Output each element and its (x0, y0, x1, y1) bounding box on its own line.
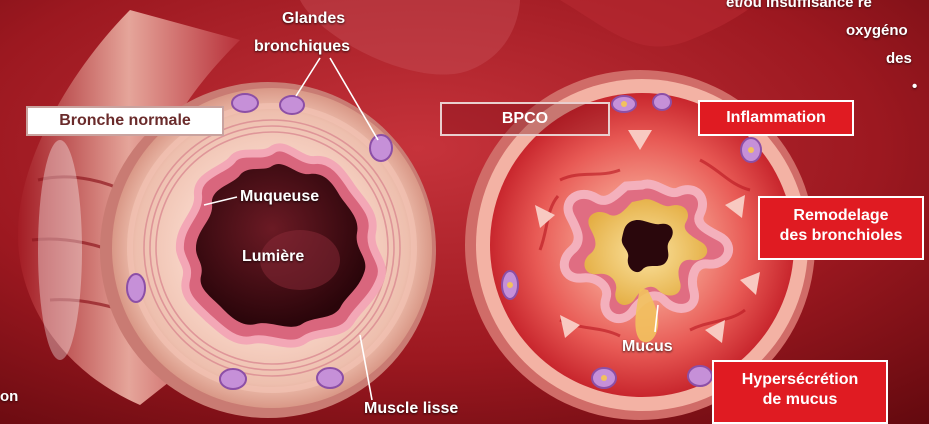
label-hypersecretion-line1: Hypersécrétion (714, 370, 886, 390)
label-lumiere: Lumière (242, 248, 304, 266)
clipped-text-line2: oxygéno (846, 22, 908, 39)
label-bronche-normale: Bronche normale (26, 106, 224, 136)
label-inflammation: Inflammation (698, 100, 854, 136)
clipped-bullet: • (912, 78, 917, 95)
label-mucus: Mucus (622, 338, 673, 356)
tube-highlight (38, 140, 82, 360)
label-muscle-lisse: Muscle lisse (364, 400, 458, 418)
clipped-text-line3: des (886, 50, 912, 67)
label-glandes-line2: bronchiques (254, 38, 350, 56)
label-hypersecretion-line2: de mucus (714, 390, 886, 410)
label-hypersecretion: Hypersécrétion de mucus (712, 360, 888, 424)
clipped-text-line1: et/ou insuffisance re (726, 0, 872, 11)
label-remodelage-line2: des bronchioles (760, 226, 922, 246)
label-remodelage: Remodelage des bronchioles (758, 196, 924, 260)
label-glandes-line1: Glandes (282, 10, 345, 28)
label-remodelage-line1: Remodelage (760, 206, 922, 226)
label-muqueuse: Muqueuse (240, 188, 319, 206)
label-bpco: BPCO (440, 102, 610, 136)
clipped-text-bottom-left: on (0, 388, 18, 405)
